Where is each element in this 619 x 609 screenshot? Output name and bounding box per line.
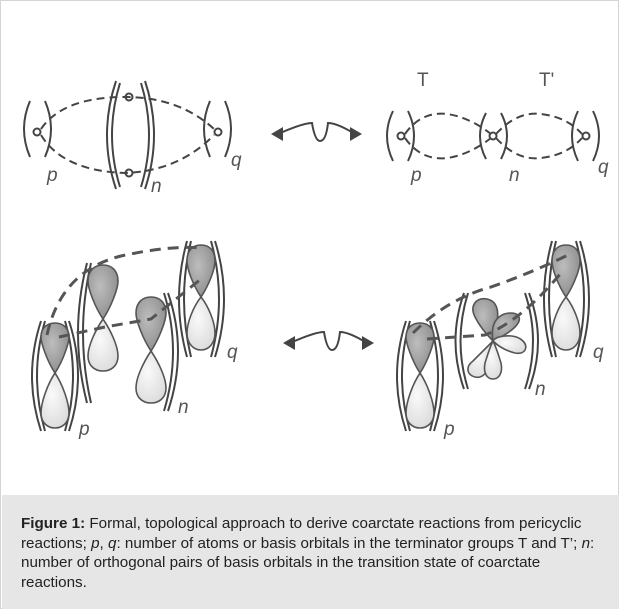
caption-text-4: : number of orthogonal pairs of basis or… (21, 534, 595, 591)
bracket-q-right (224, 100, 232, 158)
caption-text-2: , (99, 534, 108, 552)
orbital-center-lower-lobe (483, 339, 503, 380)
orbital-n2-upper-lobe (135, 296, 167, 353)
orbital-T-prime-lower-lobe (551, 295, 581, 351)
transformation-arrow-bottom (283, 330, 374, 352)
orbital-q-upper-lobe (186, 244, 216, 299)
label-p: p (46, 165, 58, 186)
caption-var-p: p (91, 534, 100, 552)
overlap-inner (58, 277, 202, 339)
atom-center (488, 131, 498, 141)
label-q: q (231, 150, 242, 171)
caption-var-n: n (581, 534, 591, 552)
label-p-right: p (410, 165, 422, 186)
label-T-prime: T' (539, 70, 554, 91)
coarctate-orbitals: p n q (396, 240, 604, 440)
bond-bottom (40, 134, 215, 175)
bracket-n-outer-left (106, 80, 117, 190)
pericyclic-orbitals: p n q (31, 240, 238, 440)
caption-label: Figure 1: (21, 515, 86, 532)
label-n: n (151, 176, 162, 197)
label-p-orbital-right: p (443, 419, 455, 440)
caption-text-1: Formal, topological approach to derive c… (21, 515, 582, 552)
overlap-outer-right (411, 253, 569, 335)
coarctate-scheme: T T' p n q (386, 70, 609, 186)
orbital-n1-lower-lobe (87, 317, 119, 372)
label-q-orbital-right: q (593, 342, 604, 363)
label-n-orbital-right: n (535, 379, 546, 400)
orbital-n1-upper-lobe (87, 264, 119, 321)
atom-T (396, 131, 406, 141)
bracket-n-inner-left (111, 82, 121, 188)
diagram: p n q T T' p n q (23, 70, 609, 440)
bond-top (40, 95, 215, 130)
bracket-n-outer-right (144, 80, 155, 190)
orbital-n2-lower-lobe (135, 349, 167, 404)
caption-text-3: : number of atoms or basis orbitals in t… (116, 534, 582, 552)
caption-var-q: q (107, 534, 117, 552)
bracket-p-right (44, 100, 52, 158)
orbital-T-prime-upper-lobe (551, 244, 581, 299)
figure-caption: Figure 1: Formal, topological approach t… (2, 495, 619, 609)
label-q-right: q (598, 157, 609, 178)
bracket-n-inner-right (140, 82, 150, 188)
overlap-inner-right (426, 272, 563, 341)
transformation-arrow-top (271, 121, 362, 143)
atom-T-prime (581, 131, 591, 141)
orbital-p-lower-lobe (40, 371, 70, 429)
atom-q (213, 127, 223, 137)
overlap-outer (45, 245, 204, 336)
orbital-center-right-lower-lobe (492, 335, 527, 355)
label-n-orbital: n (178, 397, 189, 418)
label-p-orbital: p (78, 419, 90, 440)
orbital-q-lower-lobe (186, 295, 216, 351)
pericyclic-scheme: p n q (23, 80, 242, 197)
bracket-p-left (23, 100, 31, 158)
bracket-q-left (203, 100, 211, 158)
atom-p (32, 127, 42, 137)
label-T: T (417, 70, 429, 91)
orbital-T-lower-lobe (405, 371, 435, 429)
orbital-p-upper-lobe (40, 322, 70, 375)
orbital-T-upper-lobe (405, 322, 435, 375)
label-n-right: n (509, 165, 520, 186)
label-q-orbital: q (227, 342, 238, 363)
orbital-center-right-lobe (491, 312, 521, 343)
